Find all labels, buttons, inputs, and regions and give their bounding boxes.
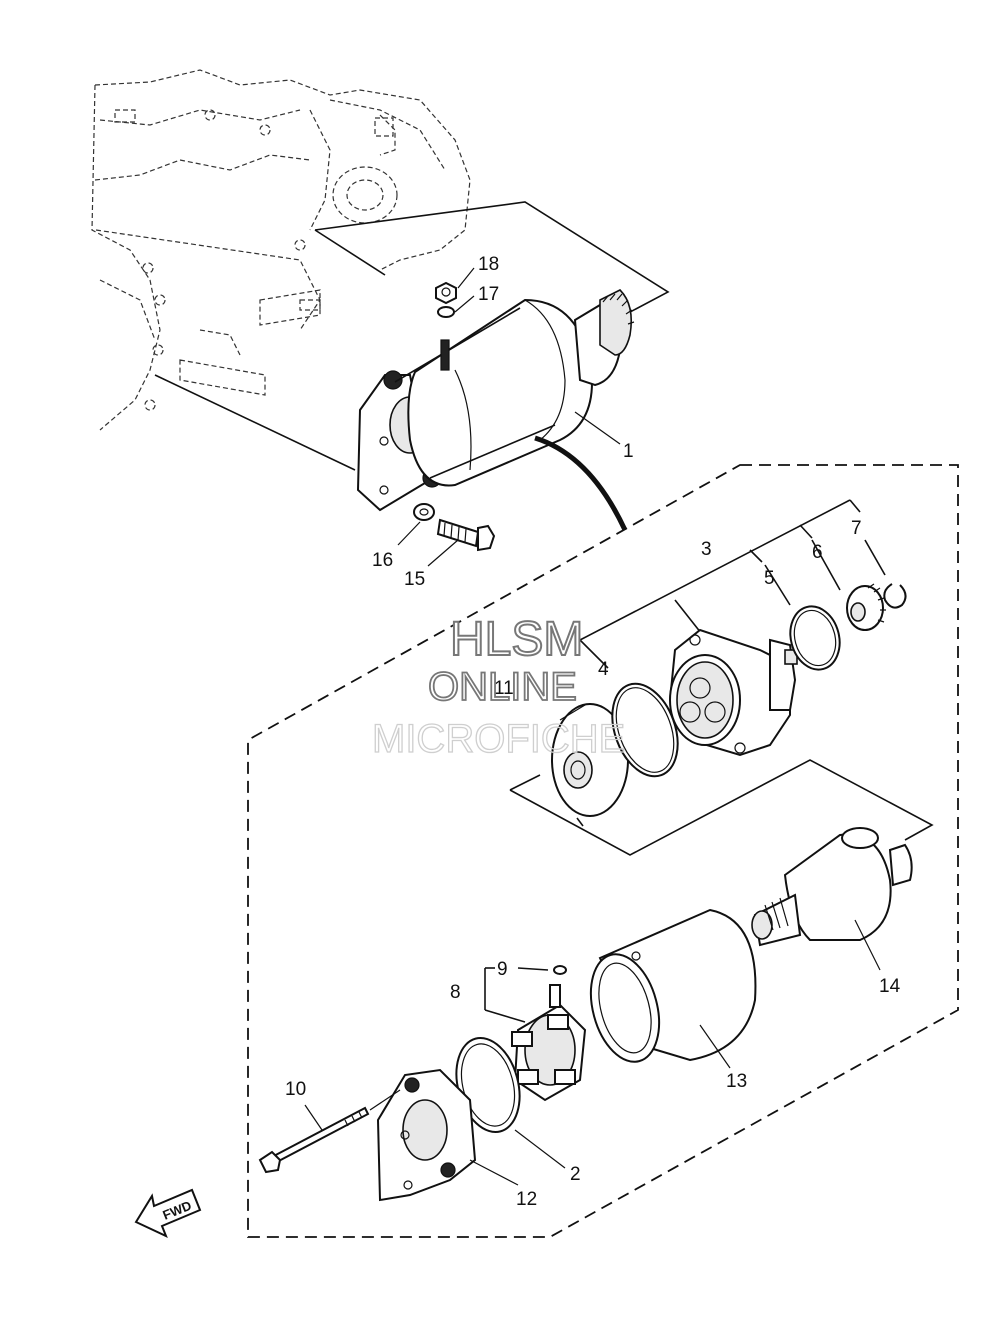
leader-1: [574, 411, 621, 445]
gear-housing-3: [668, 628, 798, 757]
watermark-line-2: ONLINE: [428, 665, 577, 709]
callout-12: 12: [516, 1189, 537, 1210]
o-ring-9: [553, 965, 567, 975]
yoke-13: [589, 908, 757, 1063]
rear-cover-12: [376, 1068, 477, 1202]
leader-16: [397, 521, 421, 546]
callout-16: 16: [372, 550, 393, 571]
leader-18: [457, 267, 475, 289]
front-cover-11: [551, 703, 629, 817]
through-bolt-10: [258, 1089, 401, 1174]
watermark: HLSM ONLINE MICROFICHE: [371, 612, 626, 762]
callout-6: 6: [812, 542, 823, 563]
callout-8: 8: [450, 982, 461, 1003]
nut-18: [435, 281, 457, 305]
exploded-view-boundary: [247, 464, 959, 1238]
callout-17: 17: [478, 284, 499, 305]
callout-4: 4: [598, 659, 609, 680]
engine-block-outline: [91, 69, 471, 431]
lock-washer-17: [437, 306, 455, 318]
callout-10: 10: [285, 1079, 306, 1100]
leader-14: [854, 919, 881, 971]
callout-3: 3: [701, 539, 712, 560]
leader-frame-middle: [509, 759, 934, 856]
circlip-7: [883, 583, 907, 609]
leader-17: [454, 295, 475, 313]
pinion-gear-6: [846, 583, 886, 631]
o-ring-5-inner: [793, 609, 837, 667]
callout-9: 9: [497, 959, 508, 980]
o-ring-5: [789, 605, 841, 671]
brush-holder-8: [511, 984, 587, 1102]
connection-curve: [534, 435, 628, 532]
leader-13: [699, 1024, 731, 1069]
watermark-line-3: MICROFICHE: [372, 717, 625, 761]
leader-15: [427, 539, 459, 567]
leader-2: [514, 1129, 566, 1169]
gasket-2: [455, 1036, 521, 1134]
watermark-line-1: HLSM: [450, 613, 583, 666]
leader-12: [469, 1159, 519, 1186]
callout-1: 1: [623, 441, 634, 462]
bolt-15: [436, 518, 496, 552]
callout-14: 14: [879, 976, 901, 997]
callout-15: 15: [404, 569, 425, 590]
fwd-arrow-icon: FWD: [134, 1188, 202, 1238]
starter-motor-assembly: [356, 289, 635, 512]
part-1-leader-frame: [154, 201, 670, 471]
callout-18: 18: [478, 254, 499, 275]
callout-13: 13: [726, 1071, 747, 1092]
callout-11: 11: [494, 678, 514, 699]
leader-10: [304, 1104, 323, 1131]
washer-16: [413, 503, 435, 521]
leader-8-9: [484, 967, 549, 1023]
armature-14: [751, 827, 913, 947]
callout-5: 5: [764, 568, 775, 589]
callout-2: 2: [570, 1164, 581, 1185]
callout-7: 7: [851, 518, 862, 539]
